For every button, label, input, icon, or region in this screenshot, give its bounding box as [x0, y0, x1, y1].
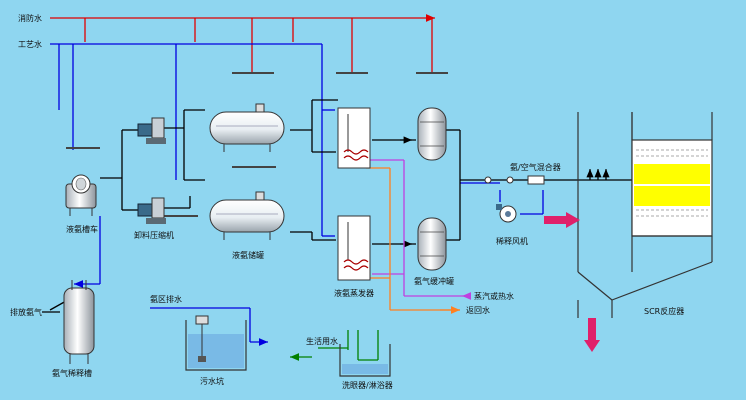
evaporator-bottom — [337, 215, 371, 281]
fire-water-lines — [50, 14, 435, 72]
fire-spray-headers — [232, 72, 448, 168]
storage-tank-top — [209, 103, 285, 152]
label-ammonia-air-mixer: 氨/空气混合器 — [510, 162, 561, 172]
eye-wash-basin — [339, 344, 391, 377]
label-sewage-pit: 污水坑 — [200, 376, 224, 386]
scr-reactor — [577, 112, 713, 318]
label-return-water: 返回水 — [466, 305, 490, 315]
scr-hatching — [636, 149, 708, 217]
storage-tank-bottom — [209, 191, 285, 240]
label-discharge-ammonia: 排放氨气 — [10, 307, 42, 317]
label-steam-or-hot-water: 蒸汽或热水 — [474, 291, 514, 301]
buffer-tank-top — [417, 107, 447, 161]
label-ammonia-evaporator: 液氨蒸发器 — [334, 288, 374, 298]
label-process-water: 工艺水 — [18, 39, 42, 49]
label-domestic-water: 生活用水 — [306, 336, 338, 346]
label-ammonia-truck: 液氨槽车 — [66, 224, 98, 234]
ammonia-truck — [65, 174, 97, 216]
process-spray-headers — [66, 147, 198, 217]
buffer-tank-bottom — [417, 217, 447, 271]
label-scr-reactor: SCR反应器 — [644, 306, 684, 316]
catalyst-layer-1 — [634, 164, 710, 184]
process-water-lines — [50, 43, 544, 346]
label-unload-compressor: 卸料压缩机 — [134, 230, 174, 240]
ammonia-air-mixer — [484, 175, 545, 185]
label-eye-wash-shower: 洗眼器/淋浴器 — [342, 380, 393, 390]
evaporator-top — [337, 107, 371, 169]
ammonia-flow-arrows — [400, 136, 610, 248]
domestic-water-lines — [290, 330, 379, 361]
label-ammonia-storage-tank: 液氨储罐 — [232, 250, 264, 260]
label-dilution-fan: 稀释风机 — [496, 236, 528, 246]
sewage-pit — [185, 315, 247, 371]
unload-compressor-bottom — [137, 197, 166, 224]
label-ammonia-buffer-tank: 氨气缓冲罐 — [414, 276, 454, 286]
label-fire-water: 消防水 — [18, 13, 42, 23]
catalyst-layer-2 — [634, 186, 710, 206]
dilution-fan — [496, 204, 517, 223]
steam-lines — [370, 159, 462, 297]
label-ammonia-dilution-tank: 氨气稀释槽 — [52, 368, 92, 378]
unload-compressor-top — [137, 117, 166, 144]
ammonia-dilution-tank — [63, 280, 95, 364]
label-ammonia-area-drain: 氨区排水 — [150, 294, 182, 304]
flue-flow-arrows — [544, 212, 600, 352]
